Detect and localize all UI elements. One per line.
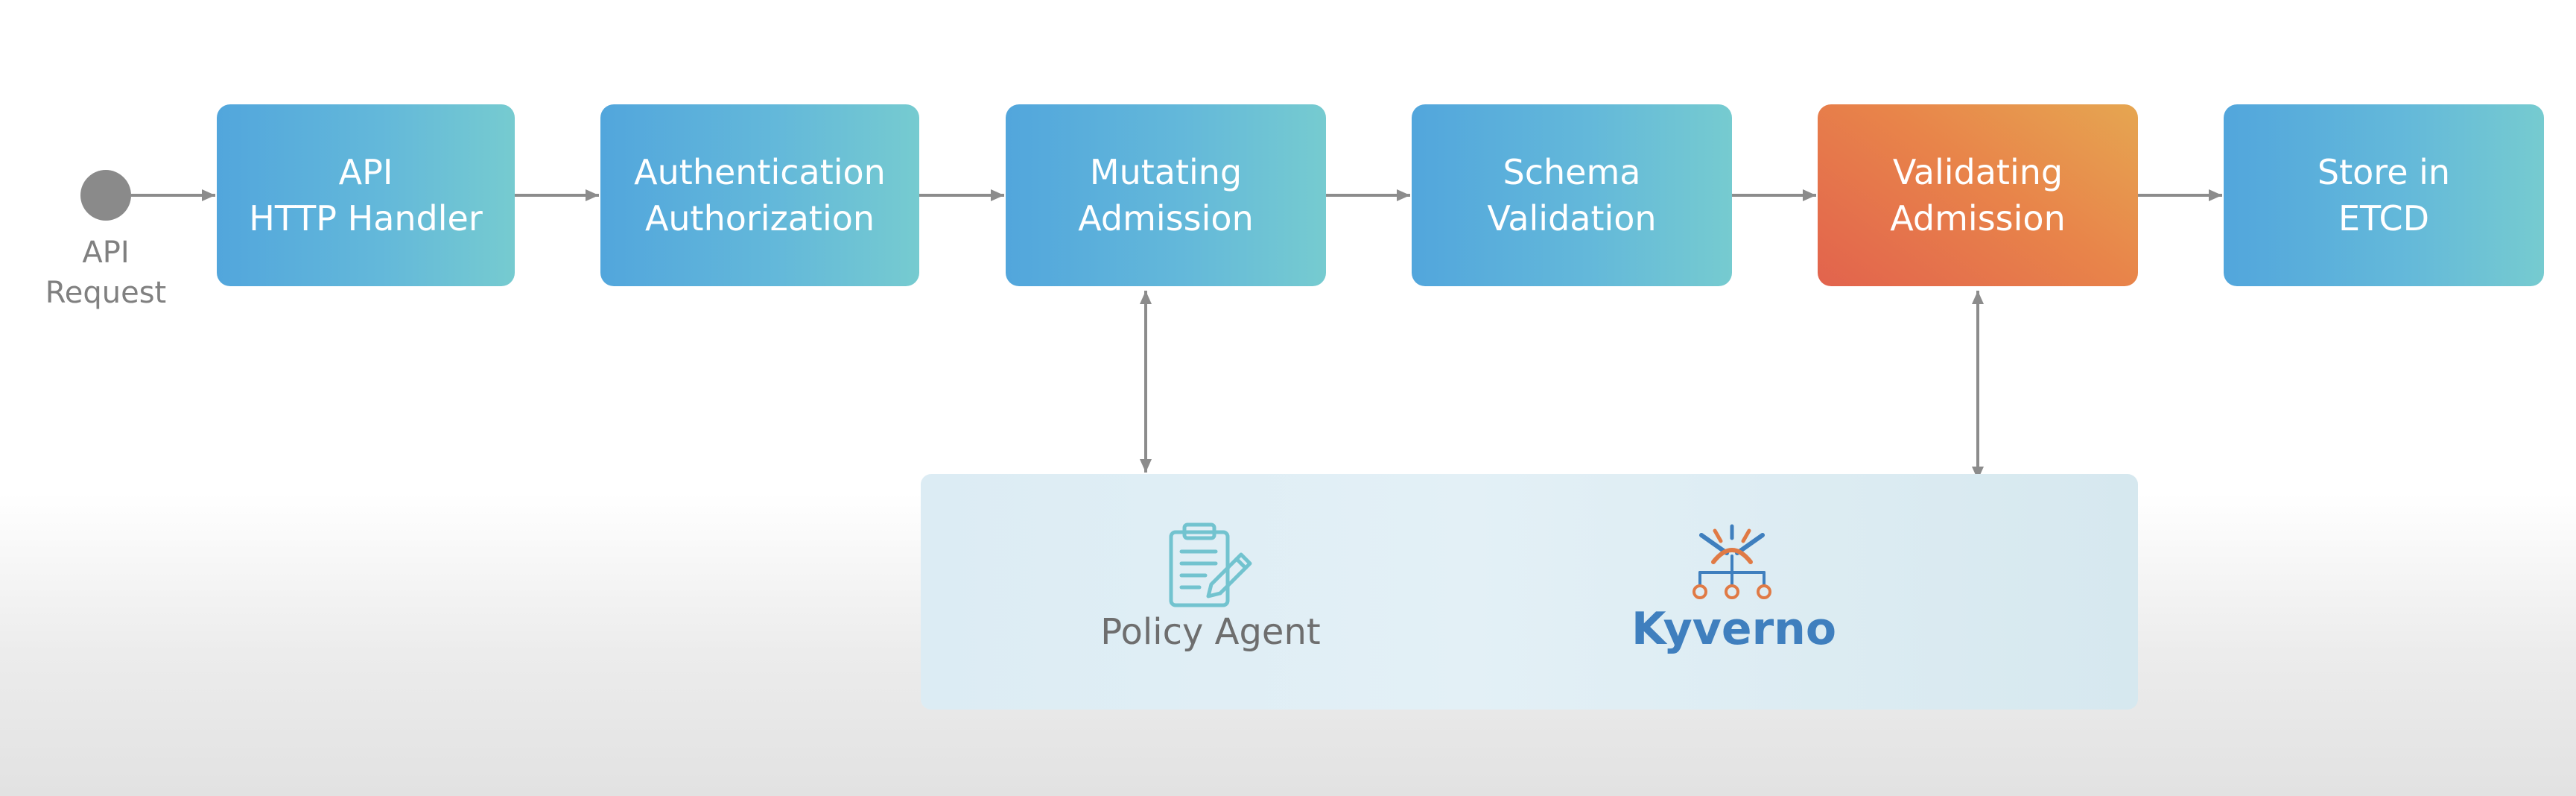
api-request-label-line2: Request [45, 276, 167, 310]
clipboard-pencil-icon [1169, 522, 1252, 607]
node-store-in-etcd: Store in ETCD [2224, 104, 2544, 286]
policy-engines-panel [921, 474, 2138, 710]
kyverno-logo-icon [1693, 524, 1771, 599]
node-api-http-handler: API HTTP Handler [217, 104, 515, 286]
node-mutating-admission: Mutating Admission [1006, 104, 1326, 286]
node-label-line2: Admission [1078, 198, 1254, 239]
node-label-line1: API [338, 152, 393, 192]
node-label-line1: Authentication [634, 152, 886, 192]
node-label-line2: Validation [1487, 198, 1657, 239]
policy-agent-label: Policy Agent [1100, 611, 1321, 653]
node-label-line1: Schema [1503, 152, 1641, 192]
node-label-line1: Validating [1892, 152, 2063, 192]
node-label-line2: ETCD [2338, 198, 2429, 239]
node-label-line2: Admission [1890, 198, 2066, 239]
node-authentication-authorization: Authentication Authorization [600, 104, 919, 286]
node-schema-validation: Schema Validation [1412, 104, 1732, 286]
node-label-line1: Mutating [1089, 152, 1243, 192]
api-request-label: API Request [30, 233, 182, 313]
policy-agent: Policy Agent [1088, 522, 1333, 663]
node-label-line2: Authorization [644, 198, 875, 239]
node-label-line1: Store in [2317, 152, 2451, 192]
kyverno-label: Kyverno [1631, 603, 1837, 655]
kyverno: Kyverno [1631, 522, 1837, 671]
node-label-line2: HTTP Handler [249, 198, 483, 239]
node-validating-admission: Validating Admission [1818, 104, 2138, 286]
api-request-dot [80, 170, 131, 221]
api-request-label-line1: API [82, 236, 130, 270]
